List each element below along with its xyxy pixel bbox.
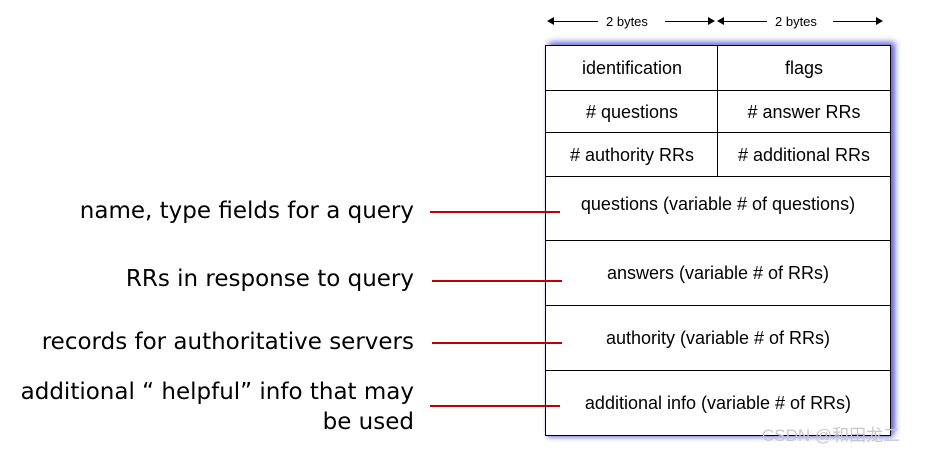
right-bytes-arrow-start bbox=[723, 21, 767, 22]
answers-annotation: RRs in response to query bbox=[125, 266, 414, 292]
additional-annotation: additional “ helpful” info that may be u… bbox=[21, 377, 414, 437]
watermark: CSDN @和田龙二 bbox=[762, 426, 901, 445]
flags-field: flags bbox=[717, 45, 891, 92]
authority-rrs-field: # authority RRs bbox=[545, 132, 719, 178]
left-bytes-arrow-end bbox=[665, 21, 709, 22]
questions-section: questions (variable # of questions) bbox=[545, 176, 891, 242]
additional-rrs-field: # additional RRs bbox=[717, 132, 891, 178]
identification-field: identification bbox=[545, 45, 719, 92]
message-box: identification flags # questions # answe… bbox=[545, 45, 891, 436]
left-arrowhead-icon bbox=[547, 17, 554, 25]
questions-annotation: name, type fields for a query bbox=[79, 198, 414, 224]
answers-leader-line bbox=[432, 280, 562, 282]
additional-annotation-line1: additional “ helpful” info that may bbox=[20, 379, 414, 405]
right-arrowhead-icon bbox=[708, 17, 715, 25]
right-bytes-label: 2 bytes bbox=[775, 14, 817, 29]
authority-annotation: records for authoritative servers bbox=[41, 329, 414, 355]
questions-count-field: # questions bbox=[545, 90, 719, 134]
additional-info-section: additional info (variable # of RRs) bbox=[545, 370, 891, 436]
additional-annotation-line2: be used bbox=[322, 409, 414, 435]
answers-section: answers (variable # of RRs) bbox=[545, 240, 891, 307]
authority-section: authority (variable # of RRs) bbox=[545, 305, 891, 372]
right-arrowhead-icon bbox=[876, 17, 883, 25]
left-arrowhead-icon bbox=[717, 17, 724, 25]
questions-leader-line bbox=[430, 211, 560, 213]
left-bytes-label: 2 bytes bbox=[606, 14, 648, 29]
additional-leader-line bbox=[430, 405, 560, 407]
answer-rrs-field: # answer RRs bbox=[717, 90, 891, 134]
right-bytes-arrow-end bbox=[833, 21, 877, 22]
left-bytes-arrow-start bbox=[553, 21, 598, 22]
authority-leader-line bbox=[432, 342, 562, 344]
